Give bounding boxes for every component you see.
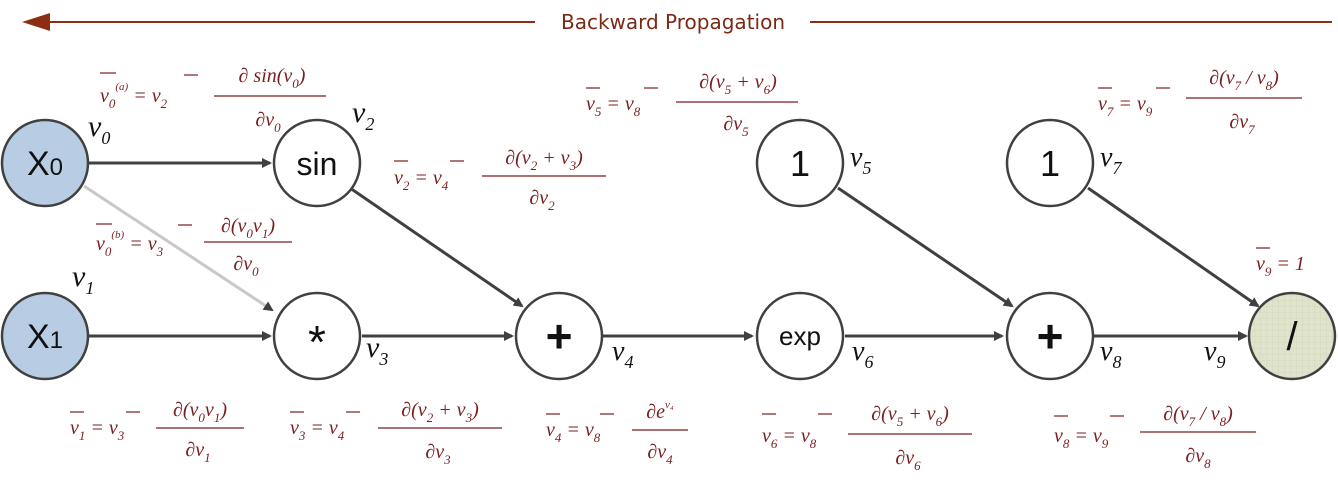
node-one7: 1 [1005,118,1095,208]
svg-text:v6 = v8: v6 = v8 [762,425,817,451]
node-add1: + [514,291,604,381]
svg-text:v9 = 1: v9 = 1 [1256,253,1305,279]
svg-text:∂v3: ∂v3 [425,441,451,467]
svg-text:∂v2: ∂v2 [529,187,555,213]
node-sin: sin [272,118,362,208]
svg-text:v2 = v4: v2 = v4 [394,167,449,193]
edge-one5-add2 [837,186,1014,308]
svg-text:v7 = v9: v7 = v9 [1098,93,1153,119]
equation-v4: v4 = v8 ∂ev₄ ∂v4 [546,399,688,467]
svg-text:v0(a) = v2: v0(a) = v2 [100,81,168,111]
svg-text:∂v0: ∂v0 [255,109,281,135]
node-sin-label: sin [297,146,338,182]
svg-text:∂(v5 + v6): ∂(v5 + v6) [699,71,777,97]
edge-one7-div [1087,186,1260,308]
svg-text:∂v5: ∂v5 [723,113,749,139]
node-one5: 1 [755,118,845,208]
equation-v9: v9 = 1 [1256,247,1305,279]
equation-v0a: v0(a) = v2 ∂ sin(v0) ∂v0 [100,65,326,135]
equation-v0b: v0(b) = v3 ∂(v0v1) ∂v0 [96,215,292,279]
node-x1: X1 [0,291,90,381]
node-add2: + [1005,291,1095,381]
equation-v2: v2 = v4 ∂(v2 + v3) ∂v2 [394,147,606,213]
var-v8: v8 [1100,336,1121,372]
equation-v5: v5 = v8 ∂(v5 + v6) ∂v5 [586,71,798,139]
svg-text:v4 = v8: v4 = v8 [546,419,601,445]
var-v2: v2 [352,96,374,134]
equation-v6: v6 = v8 ∂(v5 + v6) ∂v6 [762,403,972,473]
node-div-label: / [1286,315,1298,359]
var-v7: v7 [1100,142,1122,178]
equation-v7: v7 = v9 ∂(v7 / v8) ∂v7 [1098,67,1302,137]
svg-text:∂v7: ∂v7 [1229,111,1255,137]
svg-text:v3 = v4: v3 = v4 [290,417,345,443]
svg-text:v0(b) = v3: v0(b) = v3 [96,229,164,259]
svg-text:∂(v2 + v3): ∂(v2 + v3) [401,399,479,425]
node-exp-label: exp [779,321,821,351]
var-v0: v0 [88,110,110,148]
equation-v3: v3 = v4 ∂(v2 + v3) ∂v3 [290,399,502,467]
svg-text:∂v6: ∂v6 [895,447,921,473]
node-x0-label: X0 [27,145,63,183]
var-v6: v6 [852,336,873,372]
var-v4: v4 [612,336,633,372]
equation-v1: v1 = v3 ∂(v0v1) ∂v1 [70,399,244,465]
svg-text:∂ sin(v0): ∂ sin(v0) [239,65,306,91]
edge-sin-add [349,186,524,308]
node-exp: exp [755,291,845,381]
backward-propagation-arrow: Backward Propagation [22,10,1332,34]
svg-text:∂(v0v1): ∂(v0v1) [221,215,275,241]
svg-text:v5 = v8: v5 = v8 [586,93,641,119]
svg-text:v8 = v9: v8 = v9 [1054,425,1109,451]
svg-text:∂ev₄: ∂ev₄ [646,399,674,423]
svg-text:∂(v5 + v6): ∂(v5 + v6) [871,403,949,429]
node-mul: * [272,291,362,381]
node-x1-label: X1 [27,318,63,356]
svg-text:∂v4: ∂v4 [647,441,673,467]
node-mul-label: * [308,316,326,368]
var-v5: v5 [850,142,871,178]
svg-text:∂v1: ∂v1 [185,439,210,465]
node-x0: X0 [0,118,90,208]
node-add1-label: + [546,310,573,362]
var-v1: v1 [72,260,94,298]
svg-text:∂(v2 + v3): ∂(v2 + v3) [505,147,583,173]
equation-v8: v8 = v9 ∂(v7 / v8) ∂v8 [1054,403,1256,471]
node-div: / [1247,291,1337,381]
node-one5-label: 1 [790,143,810,184]
node-one7-label: 1 [1040,143,1060,184]
var-v9: v9 [1204,336,1225,372]
arrowhead-left-icon [22,13,50,31]
svg-text:∂(v7 / v8): ∂(v7 / v8) [1209,67,1279,93]
edges [83,158,1260,341]
svg-text:∂v0: ∂v0 [233,253,259,279]
svg-text:∂(v7 / v8): ∂(v7 / v8) [1163,403,1233,429]
edge-x0-mul [83,184,274,312]
svg-text:∂(v0v1): ∂(v0v1) [173,399,227,425]
svg-text:v1 = v3: v1 = v3 [70,417,125,443]
node-add2-label: + [1037,310,1064,362]
svg-text:∂v8: ∂v8 [1185,445,1211,471]
backward-propagation-title: Backward Propagation [561,10,785,34]
